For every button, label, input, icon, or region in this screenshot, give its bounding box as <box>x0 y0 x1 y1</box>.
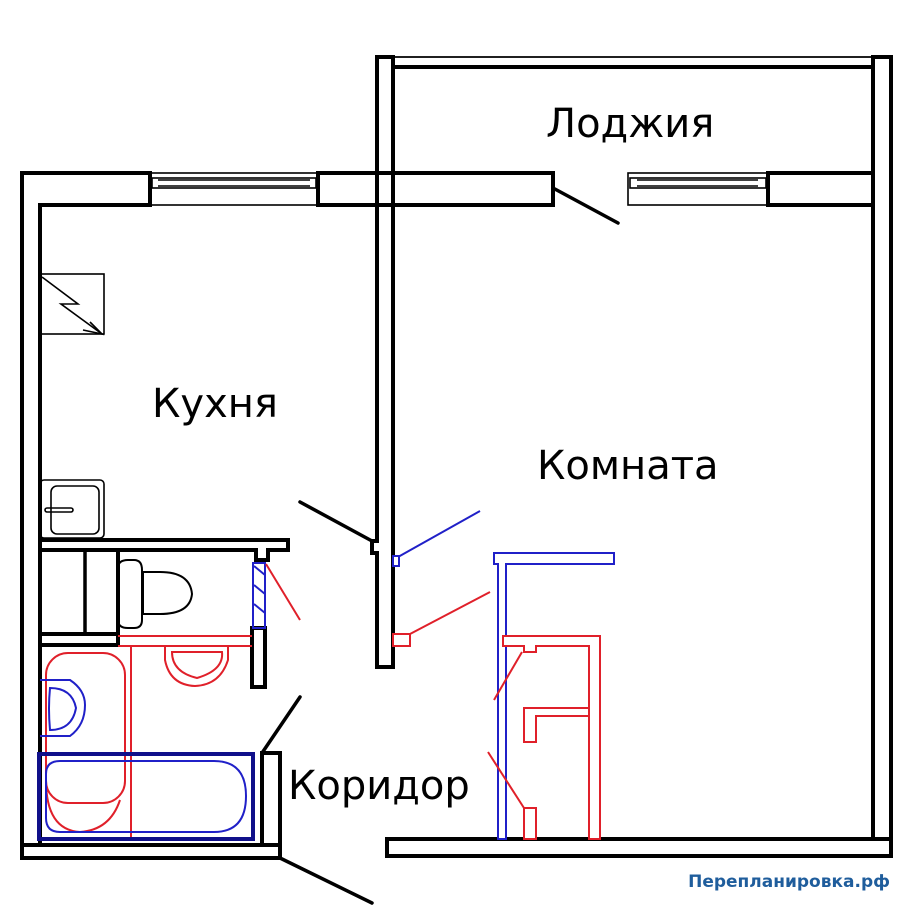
room-label-loggia: Лоджия <box>546 101 715 147</box>
kitchen-door <box>298 500 374 543</box>
removed-wall-hatch <box>252 562 266 629</box>
room-label-room: Комната <box>537 443 719 489</box>
new-toilet-door <box>265 563 301 621</box>
watermark: Перепланировка.рф <box>688 872 890 892</box>
room-label-corridor: Коридор <box>288 763 470 809</box>
bathroom-blue-layout <box>37 679 255 841</box>
toilet-icon <box>117 559 194 629</box>
outer-walls <box>20 55 893 860</box>
room-new-partitions <box>392 510 615 840</box>
bathroom-new-layout <box>45 635 252 840</box>
kitchen-window <box>149 172 319 206</box>
entrance-door <box>278 856 374 905</box>
bathroom-door <box>260 695 302 755</box>
loggia-door <box>551 186 620 225</box>
room-label-kitchen: Кухня <box>152 381 278 427</box>
stove-icon <box>39 273 105 336</box>
room-window <box>627 172 769 206</box>
sink-icon <box>39 479 105 539</box>
